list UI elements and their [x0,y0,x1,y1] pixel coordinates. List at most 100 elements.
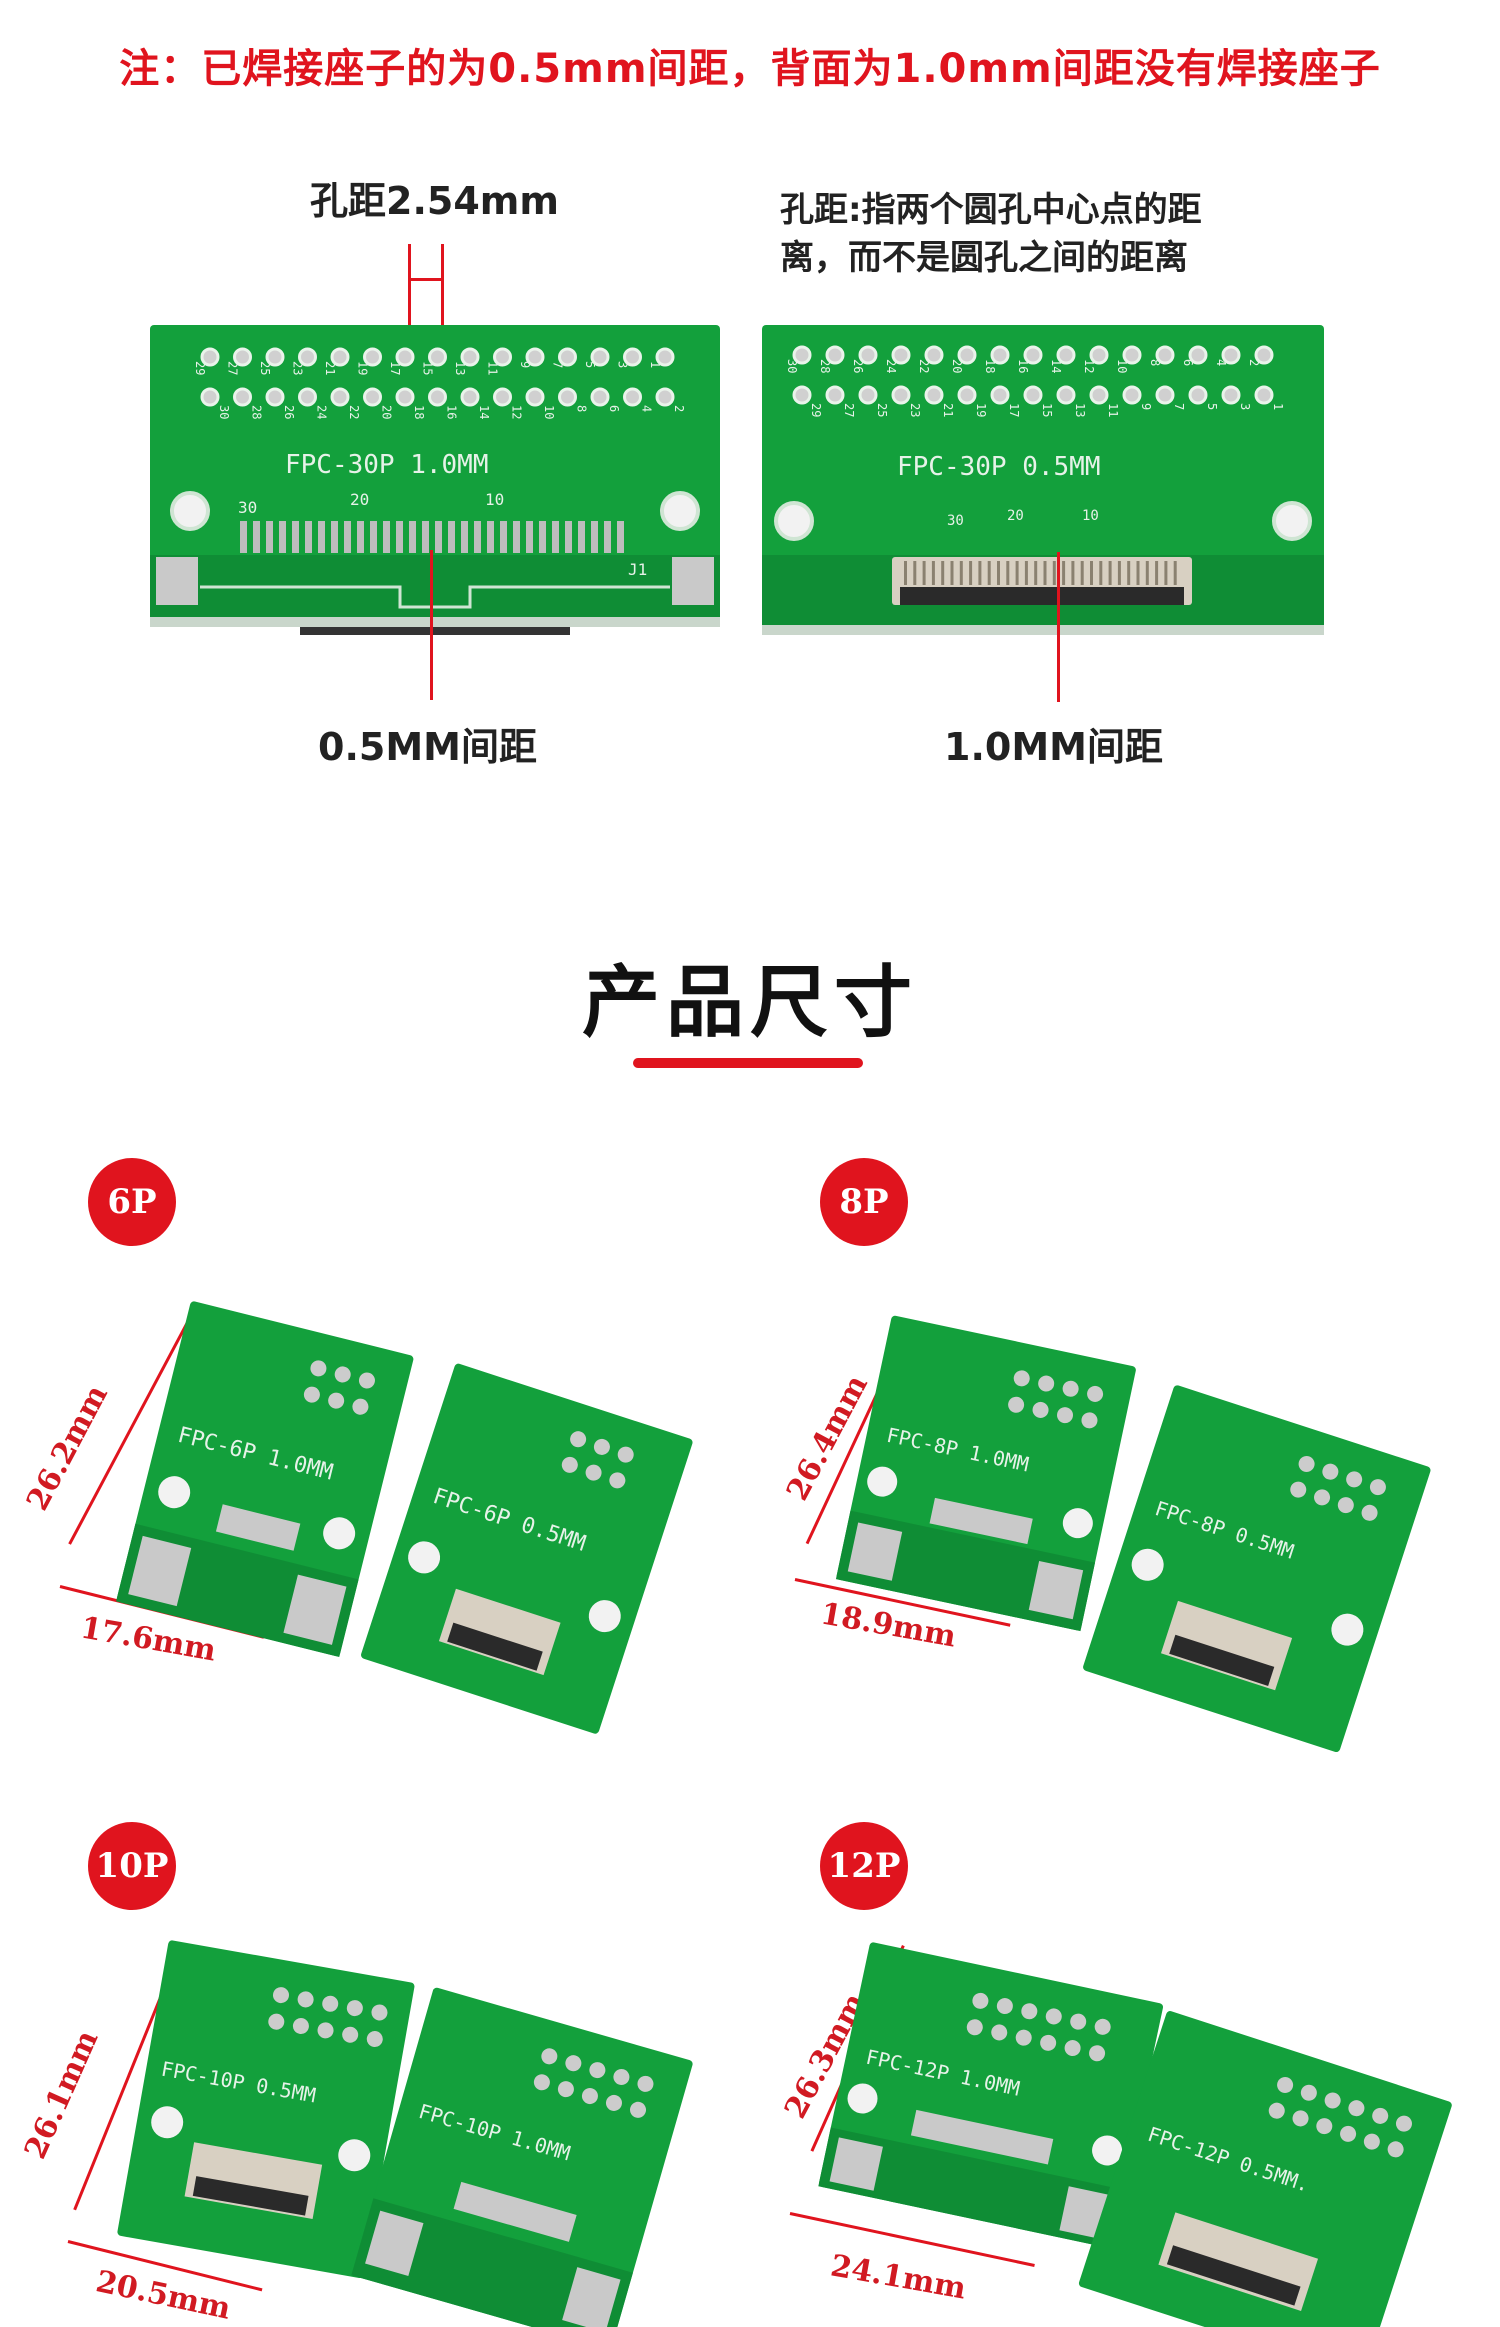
pin-label: 26 [851,359,865,373]
pin-label: 11 [486,361,500,375]
mark-10-right: 10 [1082,508,1099,524]
pin-hole [1221,345,1241,365]
pin-label: 23 [908,403,922,417]
silk-left: FPC-30P 1.0MM [285,450,489,480]
gold-finger [487,521,494,553]
connector-pin [1006,561,1010,585]
gold-finger [383,521,390,553]
pin-label: 27 [842,403,856,417]
pin-hole [460,347,480,367]
pin-label: 16 [445,405,459,419]
mark-20-right: 20 [1007,508,1024,524]
pin-label: 30 [217,405,231,419]
pin-label: 4 [1214,359,1228,366]
pitch-explain-1: 孔距:指两个圆孔中心点的距 [780,190,1202,230]
pin-hole [792,385,812,405]
badge-10p: 10P [88,1822,176,1910]
pin-hole [655,387,675,407]
pin-label: 20 [380,405,394,419]
connector-pin [922,561,926,585]
pin-label: 20 [950,359,964,373]
pin-label: 30 [785,359,799,373]
pin-label: 4 [640,405,654,412]
gold-finger [357,521,364,553]
connector-pin [987,561,991,585]
pin-hole [924,385,944,405]
pin-hole [265,347,285,367]
pin-hole [1188,385,1208,405]
connector-pin [1043,561,1047,585]
pin-hole [1089,345,1109,365]
pin-hole [558,347,577,367]
connector-pin [1145,561,1149,585]
pin-label: 17 [388,361,402,375]
pin-hole [858,385,878,405]
pin-hole [1155,385,1175,405]
pin-label: 7 [551,361,565,368]
gold-finger [292,521,299,553]
mark-20-left: 20 [350,490,369,509]
gold-finger [318,521,325,553]
gold-finger [422,521,429,553]
mark-30-left: 30 [238,498,257,517]
gold-finger [474,521,481,553]
pin-label: 12 [1082,359,1096,373]
pin-hole [363,347,382,367]
pitch-explain-2: 离，而不是圆孔之间的距离 [780,238,1188,278]
pin-label: 15 [1040,403,1054,417]
pin-label: 29 [193,361,207,375]
connector-pin [1024,561,1028,585]
pin-hole [200,347,220,367]
pin-label: 14 [477,405,491,419]
dim-6p-height: 26.2mm [20,1379,116,1517]
badge-8p: 8P [820,1158,908,1246]
gold-finger [409,521,416,553]
caption-left: 0.5MM间距 [318,725,537,769]
pin-hole [330,347,350,367]
pin-label: 1 [648,361,662,368]
connector-pin [1127,561,1131,585]
pin-hole [428,387,447,407]
pin-hole [525,347,545,367]
pin-hole [395,387,415,407]
gold-finger [396,521,403,553]
gold-finger [526,521,533,553]
connector-pin [1108,561,1112,585]
pin-hole [363,387,382,407]
pin-label: 28 [250,405,264,419]
gold-finger [331,521,338,553]
pin-hole [460,387,480,407]
pitch-marker-bar [408,278,444,281]
pin-hole [891,385,911,405]
gold-finger [448,521,455,553]
pin-label: 12 [510,405,524,419]
pitch-marker-left [408,244,411,334]
connector-pin [950,561,954,585]
silk-right: FPC-30P 0.5MM [897,452,1101,482]
pin-label: 26 [282,405,296,419]
connector-pin [997,561,1000,585]
gold-finger [617,521,624,553]
pin-hole [493,387,512,407]
note-text: 注：已焊接座子的为0.5mm间距，背面为1.0mm间距没有焊接座子 [119,46,1381,92]
pin-label: 8 [575,405,589,412]
pin-hole [1254,345,1274,365]
gold-finger [565,521,572,553]
pcb-6p-a: FPC-6P 1.0MM [116,1301,414,1658]
dim-10p-height: 26.1mm [18,2025,106,2165]
pcb-8p-a: FPC-8P 1.0MM [835,1315,1136,1632]
pin-hole [825,385,845,405]
connector-pin [978,561,982,585]
connector-pin [1071,561,1075,585]
pin-label: 13 [453,361,467,375]
gold-finger [266,521,273,553]
pin-hole [590,347,610,367]
connector-pin [1080,561,1084,585]
gold-finger [305,521,312,553]
pin-label: 10 [1115,359,1129,373]
pin-hole [1122,345,1142,365]
pin-label: 15 [421,361,435,375]
pin-hole [330,387,350,407]
connector-pin [1052,561,1056,585]
connector-pin [1117,561,1121,585]
